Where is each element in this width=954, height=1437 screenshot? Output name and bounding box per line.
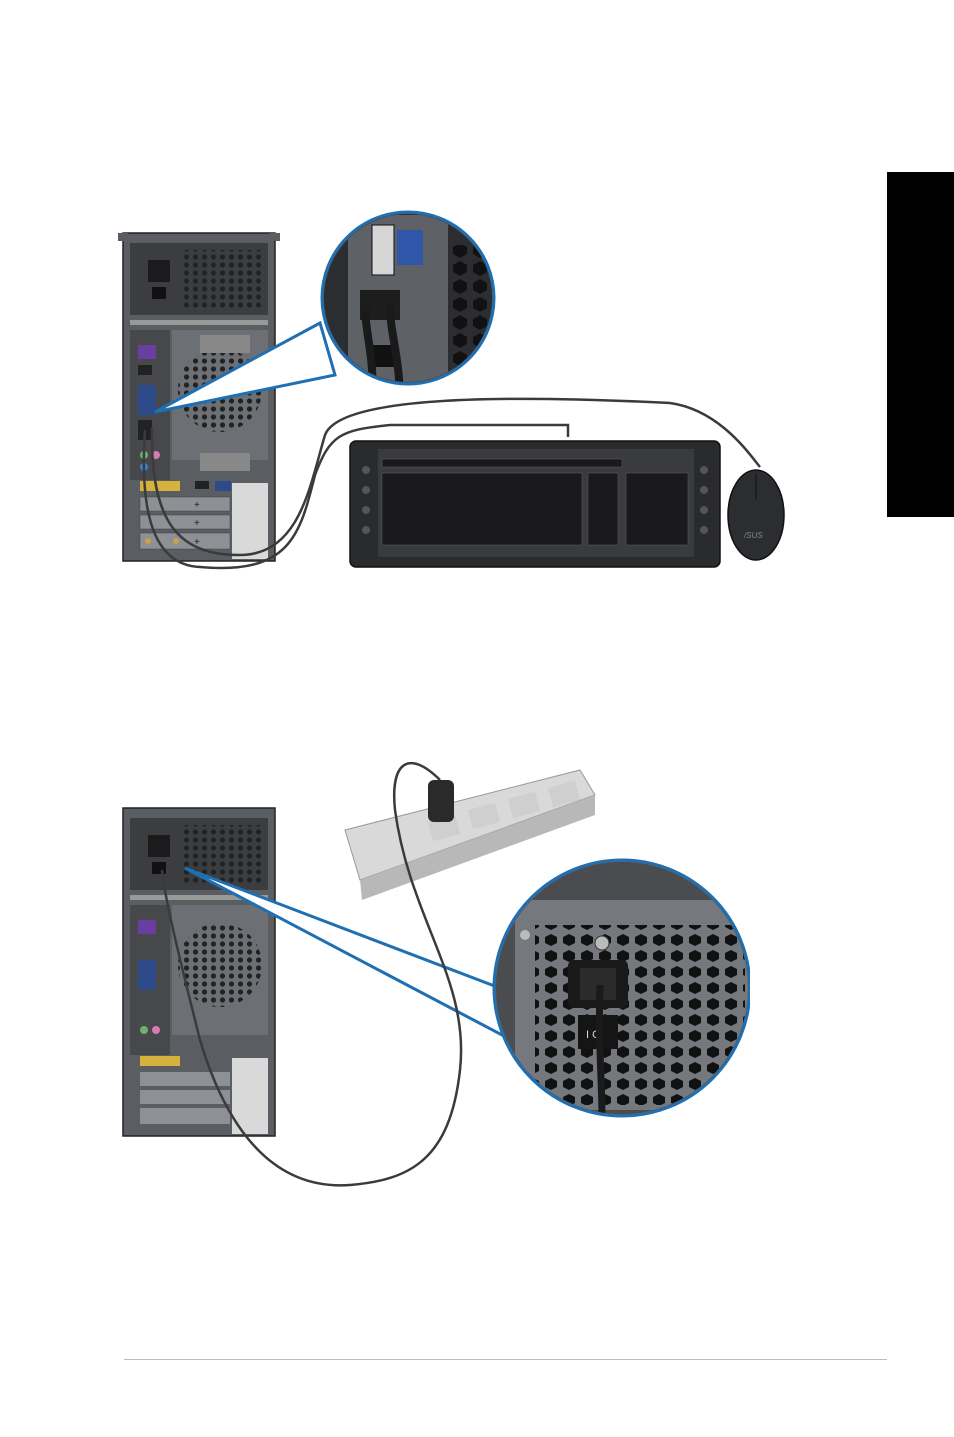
svg-text:+: + — [194, 500, 200, 511]
mouse: /SUS — [728, 470, 784, 560]
language-side-tab — [887, 172, 954, 517]
keyboard — [350, 441, 720, 567]
keyboard-mouse-illustration: + + + — [110, 205, 810, 585]
zoom-callout — [322, 210, 510, 405]
power-cord-illustration: I O — [110, 740, 750, 1200]
footer-rule — [124, 1359, 887, 1360]
mouse-logo-text: /SUS — [743, 531, 763, 540]
pc-tower-rear-2 — [123, 808, 275, 1136]
svg-text:+: + — [194, 518, 200, 529]
power-socket-zoom: I O — [494, 860, 750, 1120]
